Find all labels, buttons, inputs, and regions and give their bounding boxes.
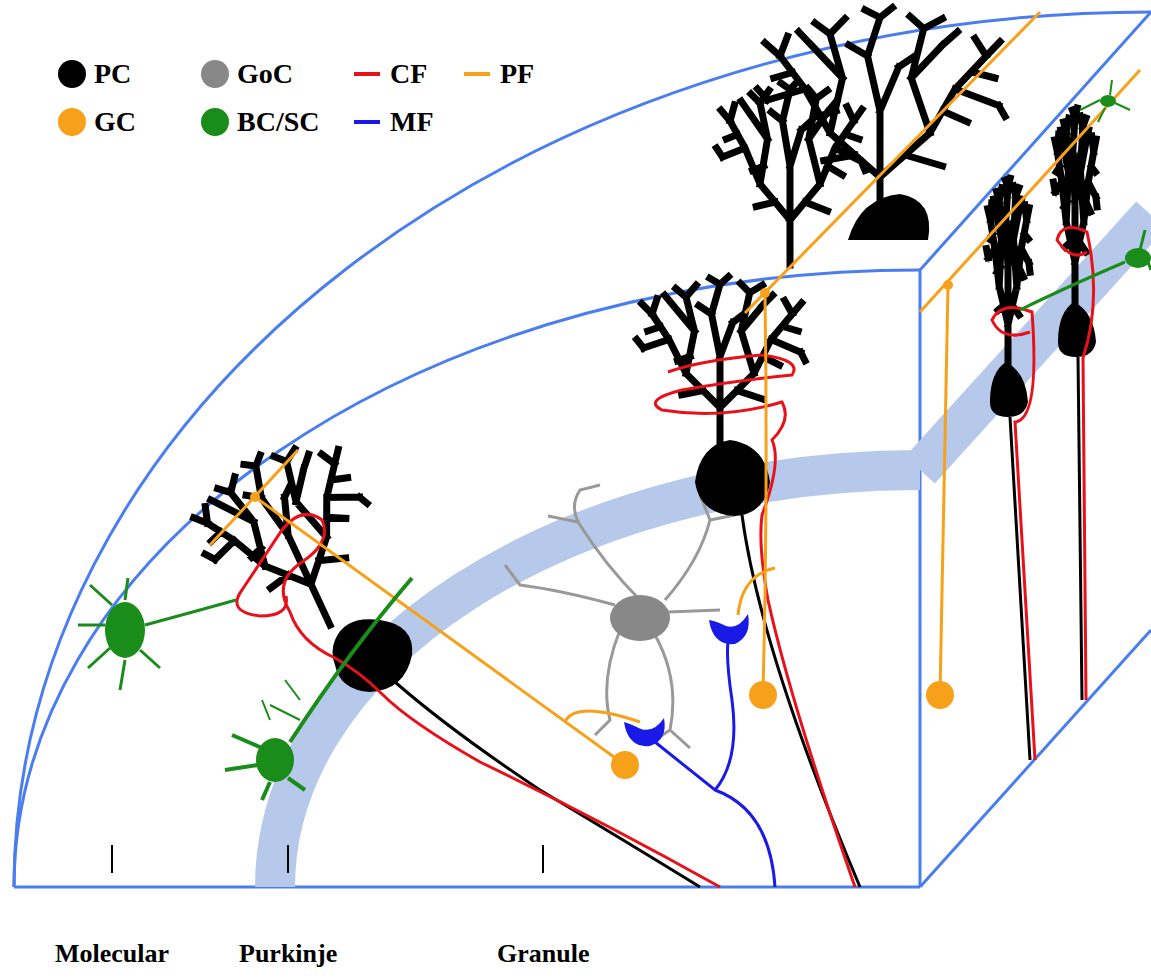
golgi-cell	[505, 485, 735, 748]
legend-label: GoC	[237, 59, 293, 90]
legend-label: PC	[94, 59, 131, 90]
purkinje-cells	[177, 8, 1097, 887]
legend-swatch	[58, 60, 86, 88]
legend-line-sample	[354, 72, 380, 76]
legend-label: GC	[94, 107, 136, 138]
legend-label: CF	[390, 59, 427, 90]
legend-label: PF	[500, 59, 534, 90]
climbing-fibres	[237, 228, 1094, 888]
legend-label: MF	[390, 107, 434, 138]
layer-label: Granule	[497, 940, 589, 969]
layer-ticks	[112, 845, 543, 873]
layer-label: Molecular	[55, 940, 169, 969]
legend-line-sample	[354, 120, 380, 124]
mossy-fibres	[624, 614, 775, 887]
legend-swatch	[201, 108, 229, 136]
granule-cells	[210, 12, 1140, 779]
legend-swatch	[58, 108, 86, 136]
legend-line-sample	[464, 72, 490, 76]
basket-stellate-cells	[78, 80, 1151, 800]
tissue-outline	[14, 12, 1151, 887]
legend-swatch	[201, 60, 229, 88]
legend-label: BC/SC	[237, 107, 319, 138]
layer-label: Purkinje	[239, 940, 337, 969]
